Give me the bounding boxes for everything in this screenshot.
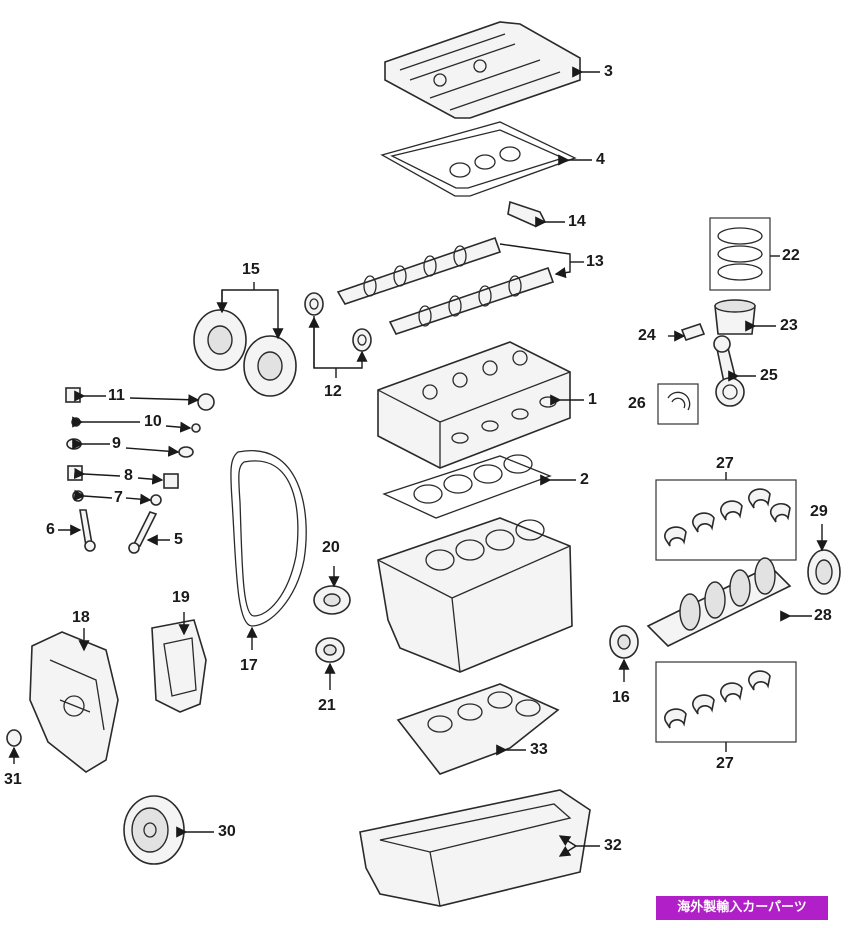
piston xyxy=(714,299,756,335)
piston-pin xyxy=(680,323,706,341)
main-bearings-upper xyxy=(655,479,797,561)
timing-cover-plate xyxy=(151,619,207,713)
callout-8: 8 xyxy=(124,467,133,484)
callout-9: 9 xyxy=(112,435,121,452)
callout-12: 12 xyxy=(324,383,342,400)
plug xyxy=(6,729,22,747)
valve-cover xyxy=(384,21,581,119)
callout-10: 10 xyxy=(144,413,162,430)
camshafts xyxy=(336,236,555,335)
callout-15: 15 xyxy=(242,261,260,278)
valve-cover-gasket xyxy=(380,121,577,197)
crank-pulley xyxy=(123,795,185,865)
rear-main-seal xyxy=(807,549,841,595)
chain-guide xyxy=(315,637,345,663)
engine-block xyxy=(377,517,573,673)
callout-14: 14 xyxy=(568,213,586,230)
main-bearings-lower xyxy=(655,661,797,743)
timing-chain xyxy=(230,449,307,627)
valvetrain-parts xyxy=(65,387,215,554)
callout-7: 7 xyxy=(114,489,123,506)
cam-phasers xyxy=(193,309,297,397)
watermark-badge: 海外製輸入カーパーツ xyxy=(656,896,828,920)
callout-20: 20 xyxy=(322,539,340,556)
callout-32: 32 xyxy=(604,837,622,854)
callout-17: 17 xyxy=(240,657,258,674)
callout-26: 26 xyxy=(628,395,646,412)
head-gasket xyxy=(382,454,552,519)
callout-6: 6 xyxy=(46,521,55,538)
callout-31: 31 xyxy=(4,771,22,788)
callout-29: 29 xyxy=(810,503,828,520)
oil-pan-baffle xyxy=(396,683,560,775)
rod-bearing xyxy=(657,383,699,425)
callout-19: 19 xyxy=(172,589,190,606)
crank-sprocket xyxy=(609,625,639,659)
piston-rings xyxy=(709,217,771,291)
callout-16: 16 xyxy=(612,689,630,706)
camshaft-sensor xyxy=(507,200,547,227)
front-cover xyxy=(29,631,119,773)
callout-5: 5 xyxy=(174,531,183,548)
chain-tensioner xyxy=(313,585,351,615)
callout-30: 30 xyxy=(218,823,236,840)
callout-18: 18 xyxy=(72,609,90,626)
callout-13: 13 xyxy=(586,253,604,270)
callout-11: 11 xyxy=(108,387,125,404)
callout-24: 24 xyxy=(638,327,656,344)
callout-1: 1 xyxy=(588,391,597,408)
callout-25: 25 xyxy=(760,367,778,384)
callout-33: 33 xyxy=(530,741,548,758)
oil-pan xyxy=(359,789,591,907)
camshaft-seals xyxy=(304,292,372,352)
connecting-rod xyxy=(713,335,745,407)
cylinder-head xyxy=(377,341,571,469)
callout-22: 22 xyxy=(782,247,800,264)
callout-4: 4 xyxy=(596,151,605,168)
crankshaft xyxy=(646,557,792,647)
callout-21: 21 xyxy=(318,697,336,714)
callout-27-bottom: 27 xyxy=(716,755,734,772)
callout-2: 2 xyxy=(580,471,589,488)
callout-28: 28 xyxy=(814,607,832,624)
callout-23: 23 xyxy=(780,317,798,334)
callout-27-top: 27 xyxy=(716,455,734,472)
callout-3: 3 xyxy=(604,63,613,80)
